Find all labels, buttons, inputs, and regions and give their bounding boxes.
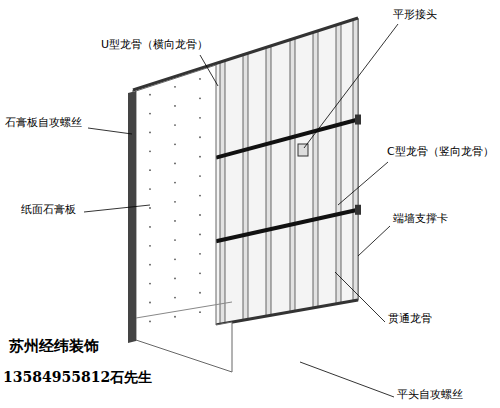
leader-lines	[84, 24, 398, 397]
part-label: C型龙骨（竖向龙骨）	[386, 145, 495, 158]
end-wall-clip	[355, 205, 361, 215]
company-name: 苏州经纬装饰	[8, 337, 100, 355]
c-stud	[290, 39, 295, 311]
screw-dot	[174, 143, 176, 145]
screw-dot	[149, 188, 151, 190]
screw-dot	[149, 226, 151, 228]
screw-dot	[199, 156, 201, 158]
screw-dot	[199, 272, 201, 274]
board-joint	[136, 302, 232, 318]
leader-line	[300, 362, 394, 397]
screw-dot	[199, 234, 201, 236]
screw-dot	[199, 78, 201, 80]
screw-dot	[199, 292, 201, 294]
contact-phone: 13584955812石先生	[2, 369, 153, 386]
screw-dot	[174, 297, 176, 299]
screw-dot	[149, 113, 151, 115]
part-label: U型龙骨（横向龙骨）	[100, 38, 209, 51]
screw-dot	[199, 311, 201, 313]
part-label: 平头自攻螺丝	[396, 388, 464, 401]
screw-dot	[199, 253, 201, 255]
screw-dot	[199, 136, 201, 138]
screw-dot	[174, 220, 176, 222]
part-label: 贯通龙骨	[387, 312, 433, 325]
screw-dot	[174, 316, 176, 318]
screw-dot	[149, 264, 151, 266]
leader-line	[200, 55, 218, 86]
part-label: 石膏板自攻螺丝	[4, 116, 83, 129]
screw-dot	[174, 105, 176, 107]
c-stud	[313, 32, 318, 308]
through-channel	[216, 120, 358, 158]
screw-dot	[199, 214, 201, 216]
screw-dot	[149, 245, 151, 247]
screw-dot	[149, 132, 151, 134]
screw-dot	[149, 169, 151, 171]
screw-dot	[199, 175, 201, 177]
screw-dot	[174, 239, 176, 241]
end-wall-clip	[355, 115, 361, 125]
screw-dot	[174, 258, 176, 260]
screw-dot	[149, 150, 151, 152]
screw-dot	[149, 283, 151, 285]
c-stud	[266, 47, 271, 316]
leader-line	[88, 128, 132, 134]
part-label: 平形接头	[392, 8, 438, 21]
leader-line	[84, 205, 150, 212]
board-screws	[149, 78, 201, 322]
screw-dot	[149, 320, 151, 322]
leader-line	[338, 162, 388, 205]
gypsum-board	[128, 65, 232, 372]
leader-line	[335, 272, 385, 322]
screw-dot	[199, 97, 201, 99]
c-stud	[243, 54, 248, 320]
c-stud	[220, 62, 225, 324]
screw-dot	[149, 302, 151, 304]
screw-dot	[174, 124, 176, 126]
screw-dot	[174, 201, 176, 203]
screw-dot	[174, 278, 176, 280]
through-channel	[216, 210, 358, 241]
screw-dot	[174, 182, 176, 184]
part-label: 纸面石膏板	[20, 203, 77, 216]
screw-dot	[149, 94, 151, 96]
leader-line	[304, 24, 398, 148]
c-stud	[336, 24, 341, 303]
screw-dot	[149, 207, 151, 209]
screw-dot	[199, 195, 201, 197]
through-channels	[216, 115, 361, 242]
board-face	[136, 65, 232, 372]
c-studs	[220, 19, 358, 324]
top-track	[133, 18, 358, 90]
c-stud	[353, 19, 358, 301]
flat-joint	[298, 144, 308, 156]
board-edge	[128, 91, 136, 343]
screw-dot	[174, 163, 176, 165]
screw-dot	[199, 117, 201, 119]
screw-dot	[174, 86, 176, 88]
part-label: 端墙支撑卡	[392, 212, 449, 225]
leader-line	[358, 226, 390, 256]
